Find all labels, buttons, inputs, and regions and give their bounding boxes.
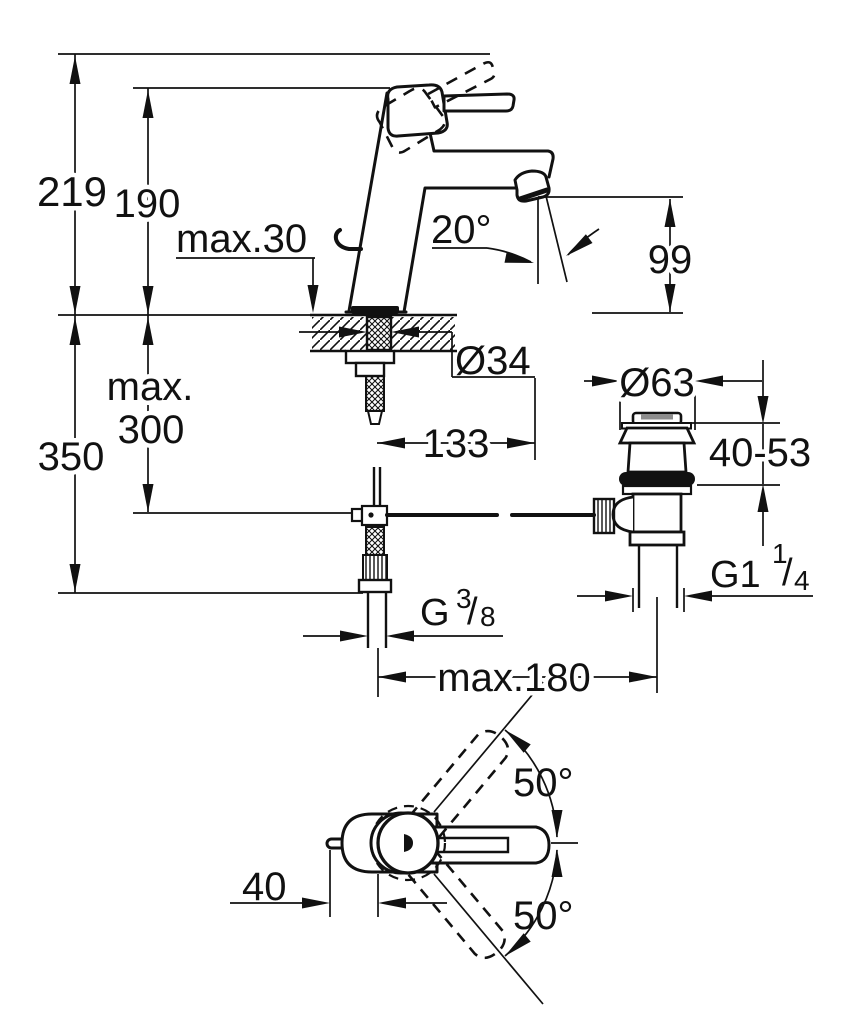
backnut-washer xyxy=(344,349,396,365)
pull-rod-hook xyxy=(333,228,363,251)
drain-plug-face xyxy=(641,414,673,420)
dim-max-hose-value: 300 xyxy=(118,408,185,452)
dim-max-offset: max.180 xyxy=(437,656,590,700)
lever-handle-ghost xyxy=(375,60,496,154)
dim-swivel-angle-up: 50° xyxy=(513,761,574,805)
dim-spout-angle: 20° xyxy=(431,208,492,252)
dim-g38-numerator: 3 xyxy=(456,583,472,614)
dim-g114-main: G1 xyxy=(710,554,761,596)
dim-clamping-range: 40-53 xyxy=(709,431,811,475)
drain-valve xyxy=(585,411,697,693)
dimension-lines xyxy=(58,53,813,697)
dimension-arrows xyxy=(69,56,769,683)
drain-flange xyxy=(617,426,697,445)
dim-max-hose-word: max. xyxy=(107,365,194,409)
supply-hose xyxy=(357,526,393,648)
lever-handle xyxy=(442,92,516,113)
dim-spout-reach: 133 xyxy=(423,422,490,466)
dim-g38-slash: / xyxy=(467,591,478,633)
dim-outlet-height: 99 xyxy=(648,238,693,282)
dim-g114-numerator: 1 xyxy=(772,538,788,569)
dim-g38-main: G xyxy=(420,592,450,634)
drain-body xyxy=(631,492,683,534)
cartridge-center-mark xyxy=(404,834,413,852)
plan-dimension-arrows xyxy=(302,730,563,956)
dim-hole-diameter: Ø34 xyxy=(455,339,531,383)
dim-flange-diameter: Ø63 xyxy=(619,361,695,405)
backnut xyxy=(354,361,386,378)
dim-swivel-angle-down: 50° xyxy=(513,894,574,938)
pop-up-linkage xyxy=(350,467,590,527)
handle-swivel-ghost-down xyxy=(404,847,506,960)
handle-swivel-ghost-up xyxy=(408,729,510,841)
mounting-shank xyxy=(344,315,396,425)
linkage-joint xyxy=(360,504,389,527)
dim-g38-denominator: 8 xyxy=(480,601,496,632)
faucet-body xyxy=(333,60,555,314)
linkage-clamp xyxy=(350,507,364,523)
dim-body-height: 190 xyxy=(114,182,181,226)
drain-seal-ring xyxy=(619,472,695,486)
g38-nut xyxy=(357,578,393,594)
outlet-face xyxy=(517,187,550,202)
plan-view xyxy=(230,681,578,1005)
cartridge-dashed-circle xyxy=(369,804,447,882)
dimension-labels: 219 190 max.30 max. 300 350 Ø34 133 99 2… xyxy=(32,164,815,939)
handle-plan xyxy=(428,825,551,865)
dim-depth-350: 350 xyxy=(38,435,105,479)
dim-g114-slash: / xyxy=(782,552,793,594)
side-view xyxy=(58,53,813,697)
dim-max-deck-thickness: max.30 xyxy=(176,217,307,261)
dim-knob-offset: 40 xyxy=(242,865,287,909)
drain-rod-knob xyxy=(592,497,616,535)
dim-overall-height: 219 xyxy=(37,168,107,215)
dim-g114-denominator: 4 xyxy=(794,565,810,596)
handle-base-cap xyxy=(386,83,449,138)
